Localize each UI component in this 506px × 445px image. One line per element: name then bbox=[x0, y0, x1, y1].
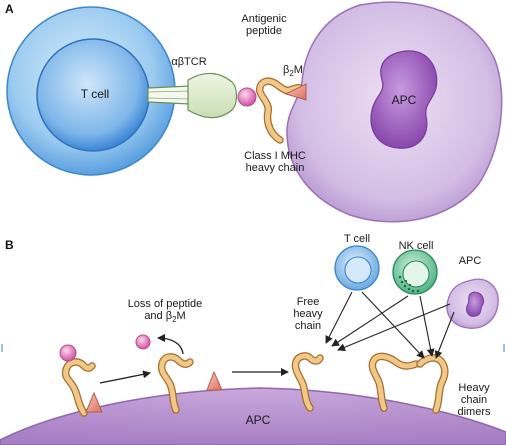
heavy-chain-dimers-label: Heavy chain dimers bbox=[452, 382, 496, 418]
antigenic-line-2: peptide bbox=[245, 25, 283, 37]
panel-b bbox=[0, 245, 506, 445]
small-apc-label: APC bbox=[458, 255, 482, 267]
small-t-cell-label: T cell bbox=[343, 233, 371, 245]
b2m-prefix: β bbox=[283, 64, 290, 76]
free-line-1: Free bbox=[296, 296, 320, 308]
loss-line-2-prefix: and β bbox=[144, 310, 173, 322]
arrow-step-1 bbox=[99, 370, 151, 384]
free-heavy-chain-label: Free heavy chain bbox=[286, 296, 330, 332]
small-nk-cell bbox=[392, 249, 438, 295]
loss-label: Loss of peptide and β2M bbox=[115, 298, 215, 326]
b2m-2 bbox=[206, 370, 223, 391]
membrane-apc-label: APC bbox=[245, 413, 271, 427]
loss-line-1: Loss of peptide bbox=[127, 298, 203, 310]
b2m-suffix: M bbox=[293, 64, 303, 76]
antigenic-peptide-label: Antigenic peptide bbox=[234, 13, 294, 37]
panel-a bbox=[6, 1, 503, 223]
small-apc-cell bbox=[446, 278, 499, 329]
mhc-line-2: heavy chain bbox=[245, 162, 305, 174]
mhc-line-1: Class I MHC bbox=[244, 150, 306, 162]
peptide-1 bbox=[59, 344, 77, 362]
b2m-1 bbox=[85, 391, 103, 413]
apc-label: APC bbox=[391, 93, 417, 107]
heavy-line-2: chain bbox=[460, 394, 488, 406]
loss-line-2-suffix: M bbox=[176, 310, 186, 322]
b2m-sub: 2 bbox=[289, 69, 294, 79]
apc-nucleus bbox=[370, 50, 438, 149]
nk-cell-label: NK cell bbox=[398, 240, 434, 252]
heavy-line-1: Heavy bbox=[458, 382, 490, 394]
panel-b-letter: B bbox=[5, 238, 14, 252]
tcr-receptor bbox=[147, 72, 238, 119]
loss-line-2-sub: 2 bbox=[172, 315, 177, 325]
tcr-label: αβTCR bbox=[171, 56, 207, 68]
t-cell-label: T cell bbox=[80, 87, 110, 101]
free-line-2: heavy bbox=[293, 308, 323, 320]
antigenic-line-1: Antigenic bbox=[241, 13, 287, 25]
panel-a-letter: A bbox=[5, 2, 14, 16]
small-t-cell bbox=[334, 245, 380, 291]
b2m-label: β2M bbox=[278, 64, 308, 80]
heavy-line-3: dimers bbox=[457, 406, 491, 418]
free-line-3: chain bbox=[294, 320, 322, 332]
antigenic-peptide bbox=[237, 87, 257, 107]
mhc-label: Class I MHC heavy chain bbox=[230, 150, 320, 174]
peptide-2 bbox=[135, 334, 151, 350]
recognition-arrows bbox=[325, 291, 455, 359]
b2m-cone bbox=[284, 83, 307, 101]
arrow-loss bbox=[157, 334, 184, 355]
